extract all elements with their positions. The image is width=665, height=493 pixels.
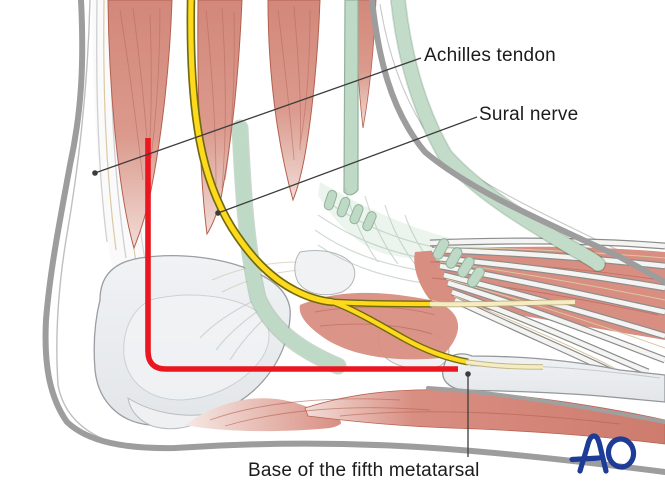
anterior-tibial-tendon-core (391, 0, 605, 271)
label-base-fifth-metatarsal: Base of the fifth metatarsal (248, 460, 480, 481)
calcaneus-bone (93, 255, 301, 430)
tendon-sheath-tabs (323, 189, 485, 288)
lateral-border-contour (426, 386, 665, 424)
anterior-tendon-sheath (343, 0, 359, 196)
label-sural-nerve: Sural nerve (479, 104, 579, 125)
peroneal-tendon-sheath-core (233, 121, 345, 373)
abductor-digiti-minimi-muscle (185, 389, 665, 445)
sural-leader-line (217, 116, 478, 214)
leader-lines (92, 57, 478, 457)
incision-line (145, 138, 458, 372)
calf-muscles (107, 0, 377, 250)
label-achilles-tendon: Achilles tendon (424, 45, 556, 66)
leg-outline (42, 0, 665, 475)
sural-nerve-path (186, 0, 576, 370)
achilles-leader-line (94, 57, 422, 174)
ao-logo (569, 433, 637, 474)
